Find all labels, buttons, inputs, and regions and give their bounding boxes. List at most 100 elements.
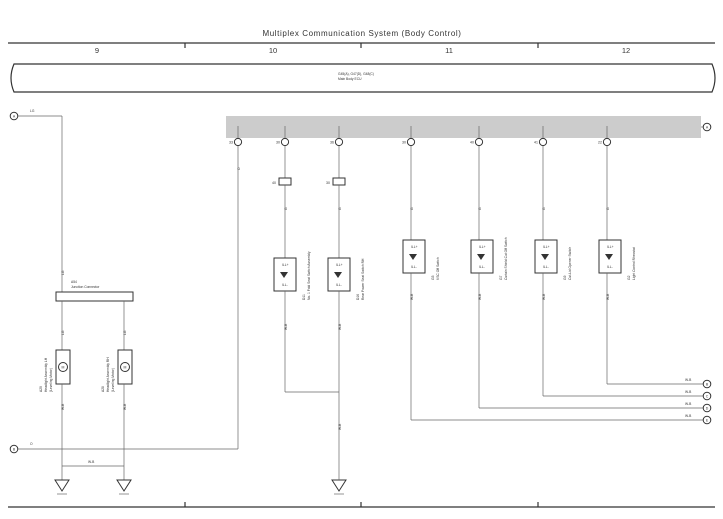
- svg-text:G: G: [542, 207, 546, 210]
- ref-circle-a-right: [702, 122, 712, 132]
- svg-text:Headlight Assembly LH: Headlight Assembly LH: [44, 357, 48, 392]
- switch-d11: ILL+ ILL- D11 No. 1 Fold Seat Switch Ass…: [273, 251, 311, 300]
- svg-text:O: O: [237, 167, 241, 170]
- svg-text:W-B: W-B: [478, 293, 482, 300]
- svg-text:W-B: W-B: [685, 378, 692, 382]
- svg-text:ILL+: ILL+: [543, 245, 550, 249]
- ecu-connector-band: [226, 116, 701, 138]
- svg-text:LG: LG: [30, 109, 35, 113]
- svg-text:LG: LG: [123, 330, 127, 335]
- svg-text:A29: A29: [39, 386, 43, 392]
- switch-g2: ILL+ ILL- G2 Light Control Rheostat: [598, 239, 636, 280]
- svg-text:W-B: W-B: [284, 323, 288, 330]
- ground-symbol-b: [116, 479, 132, 492]
- svg-text:A28: A28: [101, 386, 105, 392]
- svg-text:LG: LG: [61, 330, 65, 335]
- svg-text:30: 30: [276, 140, 280, 144]
- svg-text:Rear Power Seat Switch RH: Rear Power Seat Switch RH: [361, 258, 365, 300]
- svg-text:VSC Off Switch: VSC Off Switch: [436, 257, 440, 280]
- svg-text:M: M: [62, 366, 65, 370]
- switch-g9: ILL+ ILL- G9 Cut-Lid Opener Switch: [534, 239, 572, 280]
- column-label-11: 11: [445, 46, 453, 55]
- svg-text:30: 30: [326, 181, 330, 185]
- svg-text:D: D: [706, 406, 709, 410]
- svg-text:W-B: W-B: [685, 414, 692, 418]
- svg-text:M: M: [124, 366, 127, 370]
- column-label-12: 12: [622, 46, 630, 55]
- column-label-9: 9: [95, 46, 99, 55]
- svg-text:B: B: [13, 447, 16, 451]
- junction-connector: [55, 291, 134, 302]
- svg-text:40: 40: [470, 140, 474, 144]
- ground-symbol-a: [54, 479, 70, 492]
- junction-id: A54: [71, 280, 77, 284]
- svg-text:ILL+: ILL+: [607, 245, 614, 249]
- svg-text:Cut-Lid Opener Switch: Cut-Lid Opener Switch: [568, 247, 572, 280]
- svg-text:C: C: [706, 394, 709, 398]
- svg-text:ILL+: ILL+: [479, 245, 486, 249]
- ref-circle-c-right: [702, 391, 712, 401]
- svg-text:G: G: [284, 207, 288, 210]
- svg-text:G: G: [410, 207, 414, 210]
- svg-text:ILL-: ILL-: [336, 283, 342, 287]
- ecu-name: Main Body ECU: [338, 77, 362, 81]
- svg-text:ILL-: ILL-: [479, 265, 485, 269]
- svg-text:G2: G2: [627, 275, 631, 280]
- svg-text:O: O: [30, 442, 33, 446]
- ground-symbol-c: [331, 479, 347, 492]
- svg-text:G9: G9: [563, 275, 567, 280]
- svg-text:W-B: W-B: [338, 423, 342, 430]
- svg-text:W-B: W-B: [338, 323, 342, 330]
- svg-text:30: 30: [402, 140, 406, 144]
- svg-text:W-B: W-B: [685, 390, 692, 394]
- svg-text:ILL+: ILL+: [411, 245, 418, 249]
- svg-text:W-B: W-B: [123, 403, 127, 410]
- svg-text:A: A: [706, 125, 709, 129]
- switch-g7: ILL+ ILL- G7 Curtain Shield Cut Off Swit…: [470, 237, 508, 280]
- svg-text:(Leveling Motor): (Leveling Motor): [49, 368, 53, 392]
- ref-circle-d-right: [702, 403, 712, 413]
- switch-g5: ILL+ ILL- G5 VSC Off Switch: [402, 239, 440, 280]
- connector-pin-row: 33 30 36 30 40 41 22: [229, 126, 612, 147]
- svg-text:ILL-: ILL-: [607, 265, 613, 269]
- ecu-banner: [10, 63, 716, 93]
- svg-text:ILL-: ILL-: [543, 265, 549, 269]
- svg-text:W-B: W-B: [410, 293, 414, 300]
- svg-text:A: A: [13, 114, 16, 118]
- svg-text:22: 22: [598, 140, 602, 144]
- ref-circle-b-left: [9, 444, 19, 454]
- ref-circle-b-right: [702, 379, 712, 389]
- svg-text:ILL-: ILL-: [282, 283, 288, 287]
- svg-text:B: B: [706, 382, 709, 386]
- svg-text:41: 41: [534, 140, 538, 144]
- svg-text:LG: LG: [61, 270, 65, 275]
- junction-name: Junction Connector: [71, 285, 100, 289]
- svg-text:G5: G5: [431, 275, 435, 280]
- svg-text:G7: G7: [499, 275, 503, 280]
- svg-text:W-B: W-B: [606, 293, 610, 300]
- ref-circle-e-right: [702, 415, 712, 425]
- svg-text:ILL-: ILL-: [411, 265, 417, 269]
- ref-circle-a-left: [9, 111, 19, 121]
- svg-text:W-B: W-B: [542, 293, 546, 300]
- svg-text:(Leveling Motor): (Leveling Motor): [111, 368, 115, 392]
- svg-text:D11: D11: [302, 294, 306, 300]
- svg-text:G: G: [478, 207, 482, 210]
- ecu-connectors: G45(A), G47(D), G48(C): [338, 72, 374, 76]
- svg-text:Curtain Shield Cut Off Switch: Curtain Shield Cut Off Switch: [504, 237, 508, 280]
- svg-text:W-B: W-B: [61, 403, 65, 410]
- svg-text:No. 1 Fold Seat Switch Assembl: No. 1 Fold Seat Switch Assembly: [307, 251, 311, 300]
- svg-text:E: E: [706, 418, 709, 422]
- svg-text:Light Control Rheostat: Light Control Rheostat: [632, 247, 636, 280]
- svg-text:G: G: [338, 207, 342, 210]
- column-label-10: 10: [269, 46, 277, 55]
- svg-text:40: 40: [272, 181, 276, 185]
- svg-text:Headlight Assembly RH: Headlight Assembly RH: [106, 357, 110, 392]
- svg-text:W-B: W-B: [88, 460, 95, 464]
- diagram-title: Multiplex Communication System (Body Con…: [262, 29, 461, 38]
- svg-text:ILL+: ILL+: [336, 263, 343, 267]
- svg-text:G: G: [606, 207, 610, 210]
- svg-text:D16: D16: [356, 294, 360, 300]
- svg-text:W-B: W-B: [685, 402, 692, 406]
